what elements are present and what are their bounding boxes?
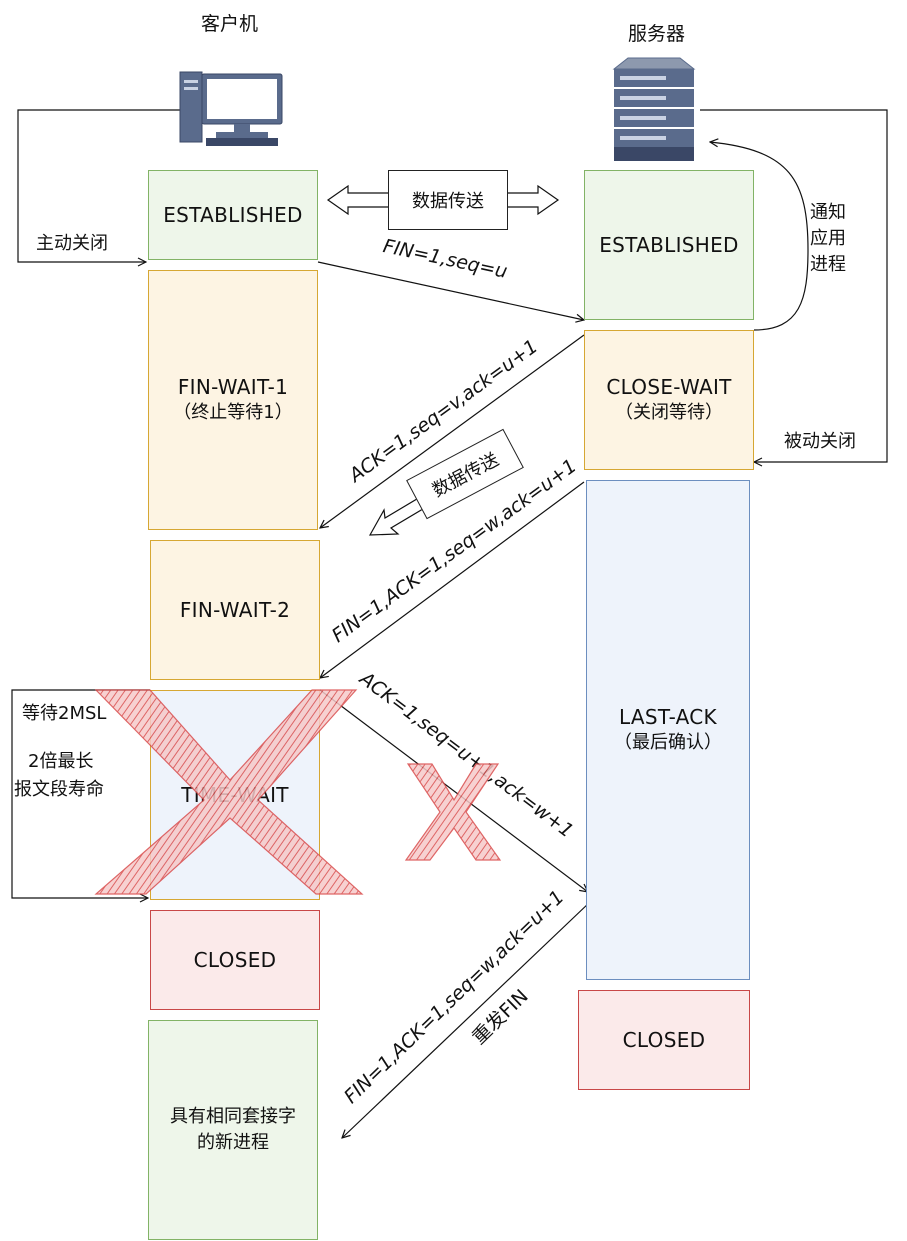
state-label: ESTABLISHED (163, 203, 303, 227)
msl-desc-line2: 报文段寿命 (14, 779, 104, 800)
state-sublabel: （最后确认） (614, 732, 722, 753)
state-sublabel: （终止等待1） (173, 402, 293, 423)
ack2-arrow (319, 689, 588, 892)
wait-2msl-connector (11, 689, 150, 898)
client-fin-wait-1-state: FIN-WAIT-1 （终止等待1） (148, 270, 318, 530)
state-sublabel: （关闭等待） (615, 402, 723, 423)
notify-app-label: 通知 应用 进程 (810, 200, 846, 278)
server-established-state: ESTABLISHED (584, 170, 754, 320)
notify-app-curve (710, 142, 809, 331)
new-process-line1: 具有相同套接字 (170, 1106, 296, 1127)
state-label: CLOSED (193, 948, 277, 972)
wait-2msl-label: 等待2MSL (22, 703, 107, 724)
state-label: CLOSE-WAIT (606, 375, 732, 399)
server-closed-state: CLOSED (578, 990, 750, 1090)
state-label: CLOSED (622, 1028, 706, 1052)
state-label: ESTABLISHED (599, 233, 739, 257)
notify-app-line1: 通知 (810, 202, 846, 223)
data-transfer-tag: 数据传送 (388, 170, 508, 230)
server-last-ack-state: LAST-ACK （最后确认） (586, 480, 750, 980)
state-label: FIN-WAIT-1 (177, 375, 289, 399)
fin1-arrow (317, 261, 584, 320)
passive-close-connector (700, 109, 888, 462)
small-cross-mark (404, 763, 502, 861)
passive-close-label: 被动关闭 (784, 431, 856, 452)
notify-app-line2: 应用 (810, 228, 846, 249)
server-icon (612, 57, 696, 161)
client-fin-wait-2-state: FIN-WAIT-2 (150, 540, 320, 680)
big-cross-mark (94, 689, 364, 895)
state-label: LAST-ACK (619, 705, 717, 729)
client-established-state: ESTABLISHED (148, 170, 318, 260)
msl-desc-line1: 2倍最长 (28, 751, 94, 772)
notify-app-line3: 进程 (810, 254, 846, 275)
client-closed-state: CLOSED (150, 910, 320, 1010)
new-process-box: 具有相同套接字 的新进程 (148, 1020, 318, 1240)
fin2-arrow (320, 481, 585, 678)
active-close-label: 主动关闭 (36, 233, 108, 254)
new-process-line2: 的新进程 (197, 1132, 269, 1153)
server-close-wait-state: CLOSE-WAIT （关闭等待） (584, 330, 754, 470)
ack1-arrow (320, 334, 585, 528)
active-close-connector (17, 109, 180, 262)
server-title: 服务器 (628, 23, 686, 45)
state-label: FIN-WAIT-2 (179, 598, 291, 622)
client-title: 客户机 (201, 13, 259, 35)
fin-resend-arrow (342, 901, 591, 1138)
computer-icon (179, 71, 283, 146)
